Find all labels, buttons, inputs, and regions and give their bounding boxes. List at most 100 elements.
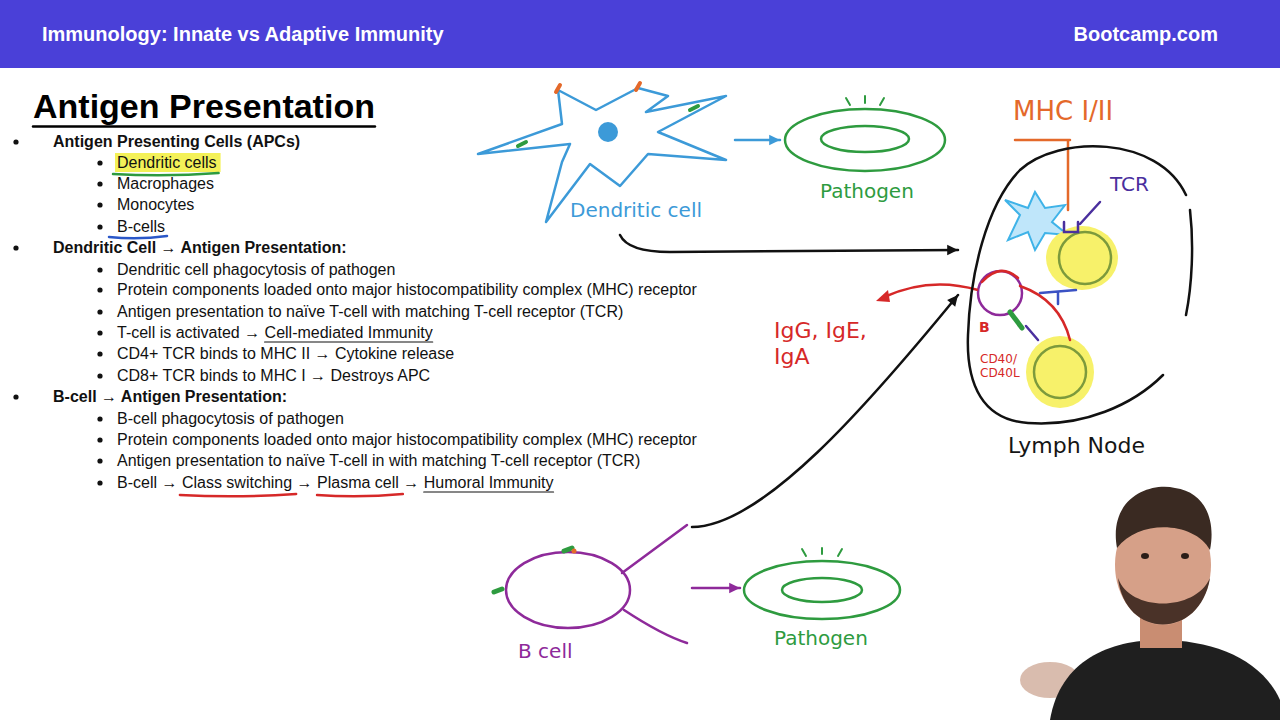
connector-line	[692, 295, 958, 527]
pathogen-cell: Pathogen	[740, 548, 905, 658]
small-b-cell	[1020, 286, 1070, 340]
arrowhead	[729, 583, 740, 593]
arrowhead	[769, 135, 780, 145]
bullet-dot	[97, 351, 102, 356]
presenter-photo	[1141, 553, 1149, 559]
lymph-node-outline-shape	[968, 146, 1186, 423]
dendritic-cell-shape	[518, 106, 698, 146]
node-label: Lymph Node	[1008, 433, 1145, 459]
text-underline	[424, 491, 554, 492]
presenter-photo	[1118, 578, 1210, 625]
presenter-photo	[1181, 553, 1189, 559]
t-cell	[1046, 226, 1118, 290]
bullet-dot	[97, 480, 102, 485]
bullet-item: T-cell is activated → Cell-mediated Immu…	[117, 323, 433, 343]
title-underline	[33, 125, 375, 128]
dendritic-cell: Dendritic cell	[470, 82, 735, 235]
mhc-label: MHC I/II	[1013, 96, 1113, 127]
b-cell-shape	[494, 589, 502, 592]
brand-name: Bootcamp.com	[1074, 20, 1218, 48]
connector-arrow	[692, 583, 740, 593]
presenter-photo	[1050, 640, 1280, 720]
cell-letter: B	[979, 319, 990, 336]
bullet-item: B-cell → Class switching → Plasma cell →…	[117, 473, 554, 493]
header-title: Immunology: Innate vs Adaptive Immunity	[42, 20, 444, 48]
bullet-dot	[13, 394, 18, 399]
t-cell	[1034, 346, 1086, 398]
node-label: Dendritic cell	[570, 198, 702, 222]
bullet-dot	[97, 373, 102, 378]
bullet-dot	[97, 267, 102, 272]
small-b-cell	[982, 271, 1018, 282]
connector-line	[620, 235, 958, 252]
lymph-node-outline-shape	[1186, 210, 1192, 315]
bullet-dot	[97, 330, 102, 335]
b-cell-shape	[482, 515, 692, 670]
b-cell: B cell	[482, 515, 692, 670]
pathogen-cell-shape	[821, 126, 909, 152]
bullet-dot	[13, 139, 18, 144]
arrowhead	[947, 245, 958, 255]
t-cell	[1026, 336, 1094, 408]
bullet-item: Macrophages	[117, 174, 214, 194]
slide-title: Antigen Presentation	[33, 86, 375, 126]
bullet-item: Dendritic cell phagocytosis of pathogen	[117, 260, 395, 280]
bullet-item: CD8+ TCR binds to MHC I → Destroys APC	[117, 366, 430, 386]
section-heading: B-cell → Antigen Presentation:	[53, 387, 287, 407]
bullet-dot	[13, 245, 18, 250]
presenter-photo	[1116, 487, 1212, 550]
bullet-item: Protein components loaded onto major his…	[117, 280, 697, 300]
pathogen-cell-shape	[744, 561, 900, 619]
bullet-dot	[97, 437, 102, 442]
bullet-item: Protein components loaded onto major his…	[117, 430, 697, 450]
b-cell-shape	[622, 525, 687, 643]
pathogen-cell-shape	[802, 548, 842, 556]
blocker-symbol	[1040, 290, 1076, 304]
hand-underline	[180, 494, 296, 496]
bullet-dot	[97, 160, 102, 165]
bullet-dot	[97, 458, 102, 463]
bullet-item: B-cell phagocytosis of pathogen	[117, 409, 344, 429]
text-underline	[265, 341, 433, 342]
small-b-cell	[978, 271, 1022, 315]
pathogen-cell-shape	[782, 578, 862, 602]
b-cell-shape	[506, 552, 630, 628]
antibody-arrow	[876, 284, 978, 302]
connector-arrow	[620, 235, 958, 255]
bullet-dot	[13, 139, 102, 485]
presenter-photo	[1020, 487, 1280, 720]
bullet-dot	[97, 202, 102, 207]
dendritic-cell-shape	[556, 83, 640, 92]
pathogen-cell-shape	[785, 109, 945, 171]
bullet-item: CD4+ TCR binds to MHC II → Cytokine rele…	[117, 344, 454, 364]
dendritic-cell-shape	[598, 122, 618, 142]
small-b-cell	[978, 271, 1070, 340]
bullet-dot	[97, 287, 102, 292]
connector-arrow	[692, 295, 958, 527]
hand-underline	[317, 494, 403, 496]
bullet-item: B-cells	[117, 217, 165, 237]
pathogen-cell-shape	[846, 96, 884, 105]
blocker-symbol	[1040, 290, 1076, 304]
bullet-item: Antigen presentation to naïve T-cell in …	[117, 451, 640, 471]
bullet-item: Antigen presentation to naïve T-cell wit…	[117, 302, 623, 322]
text-highlight	[115, 153, 221, 172]
antibody-arrow	[884, 284, 978, 297]
dendritic-cell-shape	[478, 88, 726, 222]
bullet-item: Dendritic cells	[117, 153, 217, 173]
bullet-dot	[97, 181, 102, 186]
bullet-dot	[97, 309, 102, 314]
bullet-dot	[97, 416, 102, 421]
lymph-node-outline-shape	[958, 135, 1195, 465]
tcr-symbol	[1026, 326, 1038, 340]
tcr-label: TCR	[1110, 172, 1149, 196]
tcr-symbol	[1080, 202, 1100, 224]
node-label: Pathogen	[820, 179, 914, 203]
hand-underline	[113, 173, 219, 175]
section-heading: Antigen Presenting Cells (APCs)	[53, 132, 300, 152]
lymph-node-outline: Lymph Node	[958, 135, 1195, 465]
pathogen-cell: Pathogen	[780, 95, 950, 210]
b-cell-shape	[572, 549, 577, 554]
cd40-label: CD40/ CD40L	[980, 352, 1028, 381]
